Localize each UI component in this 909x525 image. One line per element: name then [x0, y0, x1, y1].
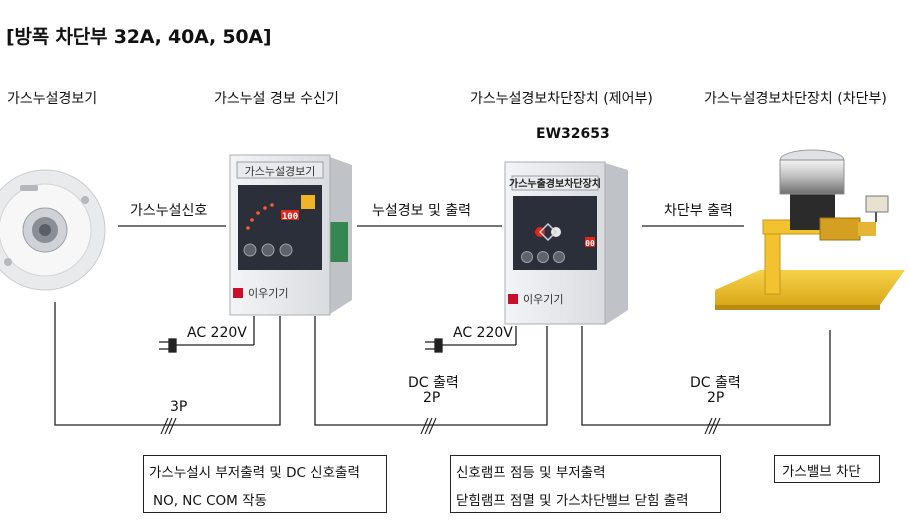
wiring-runs: [54, 302, 831, 426]
receiver-brand: 이우기기: [248, 287, 288, 300]
device-label-receiver: 가스누설 경보 수신기: [214, 91, 339, 107]
device-label-controller: 가스누설경보차단장치 (제어부): [470, 91, 653, 107]
device-label-cutoff: 가스누설경보차단장치 (차단부): [704, 91, 887, 107]
power-label-2: AC 220V: [453, 325, 513, 341]
note-box-receiver-line1: 가스누설시 부저출력 및 DC 신호출력: [149, 465, 360, 481]
note-box-receiver-line2: NO, NC COM 작동: [153, 493, 267, 509]
device-label-detector: 가스누설경보기: [7, 91, 98, 107]
page-title: [방폭 차단부 32A, 40A, 50A]: [6, 26, 272, 48]
controller-panel-title: 가스누출경보차단장치: [509, 177, 601, 190]
note-box-controller-line1: 신호램프 점등 및 부저출력: [456, 465, 606, 481]
wire-label-2p-2: 2P: [707, 390, 725, 406]
cable-ticks: [160, 417, 721, 435]
receiver-panel-title: 가스누설경보기: [245, 165, 316, 178]
gas-detector-image: [0, 169, 106, 291]
note-box-receiver: 가스누설시 부저출력 및 DC 신호출력 NO, NC COM 작동: [143, 455, 387, 513]
power-label-1: AC 220V: [187, 325, 247, 341]
note-box-controller: 신호램프 점등 및 부저출력 닫힘램프 점멸 및 가스차단밸브 닫힘 출력: [450, 455, 721, 513]
cutoff-output-label: 차단부 출력: [664, 203, 733, 219]
controller-display: 00: [585, 239, 595, 248]
receiver-image: [229, 154, 352, 316]
leak-signal-label: 가스누설신호: [130, 203, 208, 219]
controller-image: [504, 161, 628, 325]
cutoff-valve-image: [715, 149, 905, 310]
wire-label-3p: 3P: [170, 399, 188, 415]
receiver-display: 100: [282, 212, 298, 222]
wire-label-dc-2: DC 출력: [690, 375, 741, 391]
power-plug-icon-1: [159, 316, 255, 353]
controller-brand: 이우기기: [523, 293, 563, 306]
note-box-cutoff: 가스밸브 차단: [774, 455, 880, 483]
alarm-output-label: 누설경보 및 출력: [372, 203, 472, 219]
wire-label-dc-1: DC 출력: [408, 375, 459, 391]
power-plug-icon-2: [425, 326, 517, 353]
note-box-cutoff-line1: 가스밸브 차단: [782, 464, 861, 480]
model-number: EW32653: [536, 126, 610, 142]
note-box-controller-line2: 닫힘램프 점멸 및 가스차단밸브 닫힘 출력: [456, 493, 689, 509]
wire-label-2p-1: 2P: [423, 390, 441, 406]
